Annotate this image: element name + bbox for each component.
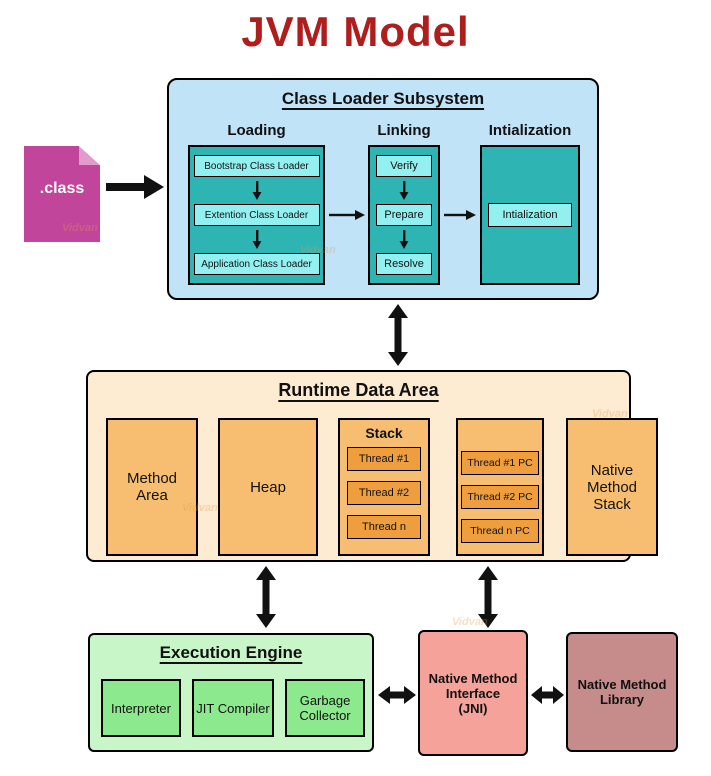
- loading-container: Bootstrap Class Loader Extention Class L…: [188, 145, 325, 285]
- runtime-data-area: Runtime Data Area Method Area Heap Stack…: [86, 370, 658, 562]
- class-loader-subsystem: Class Loader Subsystem Loading Linking I…: [167, 78, 599, 300]
- page-fold-icon: [79, 146, 100, 165]
- class-loader-title: Class Loader Subsystem: [281, 89, 485, 108]
- class-file-label: .class: [39, 180, 85, 197]
- heap-label: Heap: [250, 478, 286, 496]
- bootstrap-loader-box: Bootstrap Class Loader: [193, 155, 320, 177]
- down-arrow-icon: [252, 180, 261, 200]
- pc-registers-box: Thread #1 PC Thread #2 PC Thread n PC: [456, 418, 544, 556]
- native-method-stack-box: Native Method Stack: [566, 418, 658, 556]
- native-method-stack-label: Native Method Stack: [586, 461, 638, 513]
- method-area-label: Method Area: [126, 470, 178, 504]
- method-area-box: Method Area: [106, 418, 198, 556]
- double-arrow-vertical-icon: [256, 566, 276, 628]
- execution-engine: Execution Engine Interpreter JIT Compile…: [88, 633, 374, 752]
- initialization-container: Intialization: [480, 145, 580, 285]
- initialization-box: Intialization: [488, 203, 572, 227]
- down-arrow-icon: [399, 180, 409, 200]
- down-arrow-icon: [399, 229, 409, 249]
- double-arrow-horizontal-icon: [378, 686, 416, 704]
- runtime-title: Runtime Data Area: [278, 380, 439, 400]
- right-arrow-icon: [106, 175, 164, 199]
- verify-box: Verify: [376, 155, 432, 177]
- heap-box: Heap: [218, 418, 318, 556]
- double-arrow-vertical-icon: [478, 566, 498, 628]
- double-arrow-vertical-icon: [388, 304, 408, 366]
- initialization-header: Intialization: [488, 122, 572, 139]
- stack-title: Stack: [365, 425, 403, 441]
- execution-engine-title: Execution Engine: [159, 643, 303, 662]
- native-library-box: Native Method Library: [566, 632, 678, 752]
- linking-container: Verify Prepare Resolve: [368, 145, 440, 285]
- pc-register-box: Thread n PC: [461, 519, 539, 543]
- class-file-icon: .class: [24, 146, 100, 242]
- prepare-box: Prepare: [376, 204, 432, 226]
- application-loader-box: Application Class Loader: [193, 253, 320, 275]
- page-title: JVM Model: [241, 8, 470, 55]
- right-arrow-icon: [444, 210, 476, 220]
- stack-box: Stack Thread #1 Thread #2 Thread n: [338, 418, 430, 556]
- resolve-box: Resolve: [376, 253, 432, 275]
- thread-box: Thread n: [347, 515, 421, 539]
- thread-box: Thread #2: [347, 481, 421, 505]
- linking-header: Linking: [377, 122, 431, 139]
- loading-header: Loading: [227, 122, 286, 139]
- right-arrow-icon: [329, 210, 365, 220]
- pc-register-box: Thread #1 PC: [461, 451, 539, 475]
- jni-box: Native Method Interface (JNI): [418, 630, 528, 756]
- extension-loader-box: Extention Class Loader: [193, 204, 320, 226]
- thread-box: Thread #1: [347, 447, 421, 471]
- double-arrow-horizontal-icon: [531, 686, 564, 704]
- jit-compiler-box: JIT Compiler: [192, 679, 274, 737]
- garbage-collector-box: Garbage Collector: [285, 679, 365, 737]
- pc-register-box: Thread #2 PC: [461, 485, 539, 509]
- down-arrow-icon: [252, 229, 261, 249]
- interpreter-box: Interpreter: [101, 679, 181, 737]
